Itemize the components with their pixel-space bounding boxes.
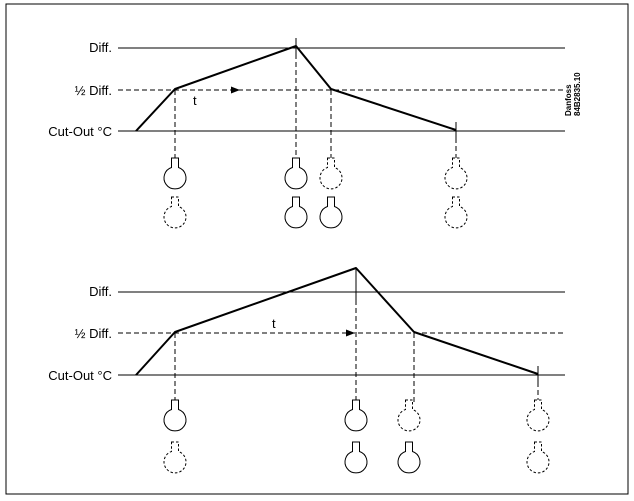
- side-reference: Danfoss 84B2835.10: [564, 72, 582, 116]
- half-diff-label: ½ Diff.: [75, 326, 112, 341]
- side-label-brand: Danfoss: [564, 84, 573, 116]
- lamp-on-icon: [397, 441, 421, 474]
- time-arrowhead: [231, 86, 240, 94]
- lamp-off-icon: [163, 196, 187, 229]
- half-diff-label: ½ Diff.: [75, 83, 112, 98]
- lamp-on-icon: [163, 399, 187, 432]
- lamp-on-icon: [284, 196, 308, 229]
- lamp-on-icon: [284, 157, 308, 190]
- lamp-on-icon: [344, 441, 368, 474]
- cut-out-label: Cut-Out °C: [48, 368, 112, 383]
- lamp-on-icon: [319, 196, 343, 229]
- lamp-off-icon: [444, 157, 468, 190]
- lamp-indicators: [163, 157, 468, 229]
- lamp-indicators: [163, 399, 550, 474]
- diff-label: Diff.: [89, 284, 112, 299]
- temperature-curve: [135, 267, 539, 376]
- panel-top: Diff. ½ Diff. Cut-Out °C t: [48, 38, 565, 229]
- lamp-on-icon: [163, 157, 187, 190]
- time-label: t: [193, 93, 197, 108]
- time-arrowhead: [346, 329, 355, 337]
- time-label: t: [272, 316, 276, 331]
- diff-label: Diff.: [89, 40, 112, 55]
- cut-out-label: Cut-Out °C: [48, 124, 112, 139]
- side-label-code: 84B2835.10: [573, 72, 582, 116]
- lamp-off-icon: [397, 399, 421, 432]
- lamp-off-icon: [319, 157, 343, 190]
- lamp-off-icon: [163, 441, 187, 474]
- lamp-on-icon: [344, 399, 368, 432]
- lamp-off-icon: [526, 441, 550, 474]
- diagram-frame: [5, 3, 629, 495]
- lamp-off-icon: [526, 399, 550, 432]
- panel-bottom: Diff. ½ Diff. Cut-Out °C t: [48, 267, 565, 474]
- lamp-off-icon: [444, 196, 468, 229]
